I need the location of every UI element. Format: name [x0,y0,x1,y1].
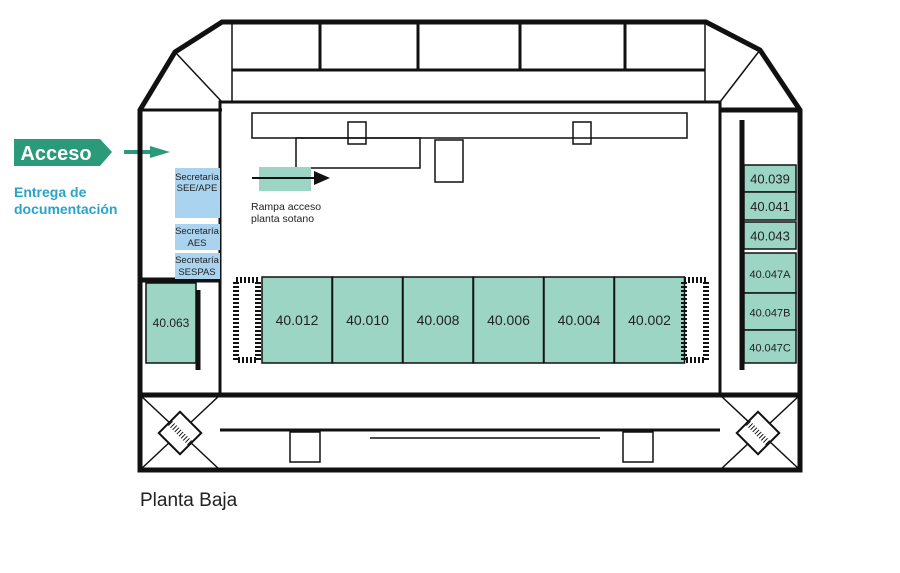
stairs-left-icon [157,410,203,456]
svg-text:40.063: 40.063 [153,316,190,330]
central-rooms: 40.012 40.010 40.008 40.006 40.004 40.002 [261,276,686,364]
floor-title: Planta Baja [140,490,238,511]
room-40-008[interactable]: 40.008 [402,276,474,364]
access-label: Acceso [20,143,91,165]
room-label: 40.043 [750,229,790,244]
room-40-010[interactable]: 40.010 [331,276,404,364]
delivery-label-2: documentación [14,201,117,217]
svg-text:Secretaría: Secretaría [175,172,220,183]
room-label: 40.006 [487,312,530,328]
room-40-047C[interactable]: 40.047C [743,329,797,364]
room-40-043[interactable]: 40.043 [743,221,797,250]
room-label: 40.047A [750,269,792,281]
ramp-label-2: planta sotano [251,213,314,225]
room-label: 40.047B [750,308,791,320]
room-40-041[interactable]: 40.041 [743,191,797,221]
svg-text:SESPAS: SESPAS [178,267,215,278]
building-walls [137,19,803,473]
stairs-central-right-icon [681,277,709,363]
room-label: 40.002 [628,312,671,328]
room-40-002[interactable]: 40.002 [613,276,686,364]
secretariat-aes: Secretaría AES [175,224,220,250]
delivery-label-1: Entrega de [14,184,87,200]
room-40-004[interactable]: 40.004 [543,276,615,364]
ramp-label-1: Rampa acceso [251,201,321,213]
stairs-right-icon [735,410,781,456]
secretariat-see-ape: Secretaría SEE/APE [175,168,220,218]
svg-text:Secretaría: Secretaría [175,226,220,237]
ramp-arrow-icon [314,171,330,185]
access-arrow-icon [124,146,170,158]
room-40-047B[interactable]: 40.047B [743,292,797,331]
room-40-006[interactable]: 40.006 [472,276,545,364]
secretariat-sespas: Secretaría SESPAS [175,253,220,279]
room-40-063[interactable]: 40.063 [145,282,197,364]
room-40-012[interactable]: 40.012 [261,276,333,364]
access-sign: Acceso [14,139,112,166]
room-label: 40.004 [558,312,601,328]
room-40-039[interactable]: 40.039 [743,164,797,193]
svg-text:SEE/APE: SEE/APE [177,183,218,194]
room-label: 40.039 [750,172,790,187]
stairs-central-left-icon [233,277,261,363]
room-40-047A[interactable]: 40.047A [743,252,797,294]
room-label: 40.012 [276,312,319,328]
right-rooms: 40.039 40.041 40.043 40.047A 40.047B 40.047C [743,164,797,364]
svg-text:Secretaría: Secretaría [175,255,220,266]
room-label: 40.041 [750,199,790,214]
ramp: Rampa acceso planta sotano [251,167,330,225]
room-label: 40.047C [749,343,791,355]
svg-text:AES: AES [187,238,206,249]
room-label: 40.010 [346,312,389,328]
room-label: 40.008 [417,312,460,328]
